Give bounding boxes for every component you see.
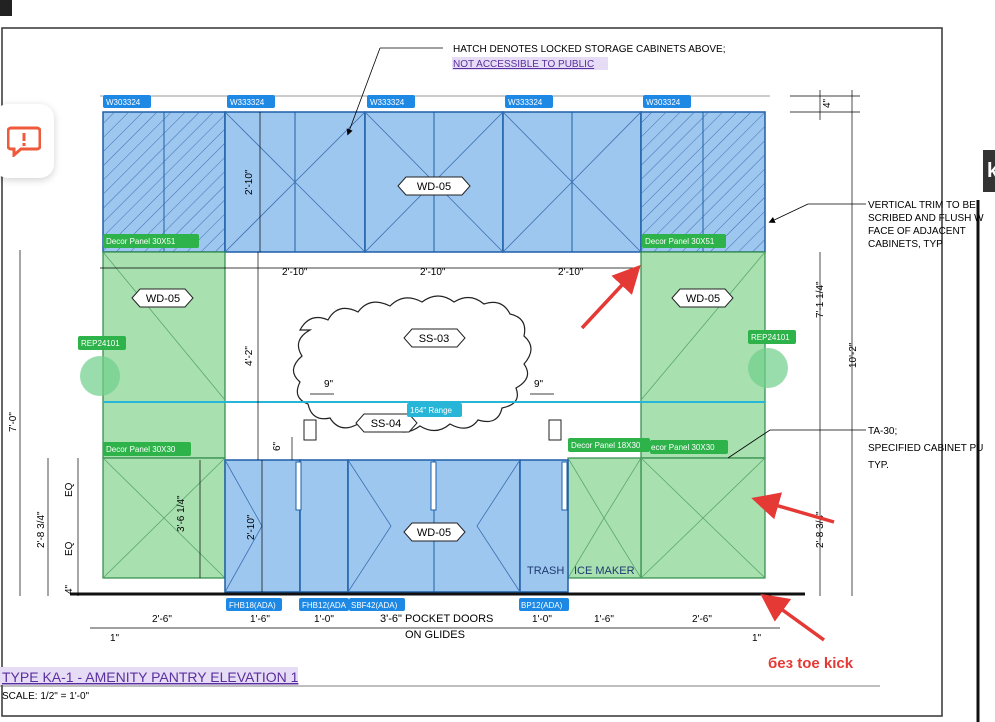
dim-bottom-1-left: 1" [110,633,120,644]
corner-marker [0,0,12,16]
rep-tag-left: REP24101 [81,339,120,348]
dim-9-b: 9" [534,379,544,390]
sheet-border [1,27,943,717]
panel-tags[interactable]: Decor Panel 30X51 Decor Panel 30X51 Deco… [78,234,796,456]
material-tag-wd-upper: WD-05 [397,176,471,196]
label-text: VERTICAL TRIM TO BE [868,200,976,211]
bottom-tag-3: SBF42(ADA) [351,601,398,610]
label-text: WD-05 [417,181,451,193]
left-decor-panels[interactable] [102,251,226,579]
dim-7-1-4: 7'-1 1/4" [815,281,826,318]
upper-tag-3: W333324 [370,98,405,107]
markup-arrows [580,264,835,642]
rep-tag-right: REP24101 [751,333,790,342]
dim-7-0: 7'-0" [8,412,19,432]
ice-maker-label: ICE MAKER [574,565,635,577]
material-tag-wd-left: WD-05 [131,288,194,308]
on-glides-label: ON GLIDES [405,629,465,641]
upper-cabinets[interactable] [102,111,766,253]
dim-9-a: 9" [324,379,334,390]
side-tab[interactable]: k [983,150,995,192]
bottom-tag-2: FHB12(ADA [302,601,347,610]
material-tag-wd-right: WD-05 [671,288,734,308]
lower-cabinets[interactable] [224,459,569,593]
decor-tag-ll: Decor Panel 30X30 [106,445,176,454]
dim-2-10-a: 2'-10" [282,267,308,278]
trash-label: TRASH [527,565,564,577]
dim-bottom-1-6-b: 1'-6" [594,614,614,625]
dim-2-8-34-left: 2'-8 3/4" [36,511,47,548]
drawing-title: TYPE KA-1 - AMENITY PANTRY ELEVATION 1 [2,669,299,685]
title-highlight [0,667,298,685]
ta-note: TA-30; SPECIFIED CABINET PU TYP. [727,426,983,471]
label-text: NOT ACCESSIBLE TO PUBLIC [453,59,594,70]
dim-4-bottom: 4" [64,584,75,594]
right-decor-panels[interactable] [567,251,766,579]
decor-tag-lr: ecor Panel 30X30 [651,443,715,452]
markup-annotation: без toe kick [768,655,854,672]
upper-tag-1: W303324 [106,98,141,107]
label-text: SS-04 [371,418,402,430]
dim-bottom-2-6-right: 2'-6" [692,614,712,625]
dim-3-6-14: 3'-6 1/4" [176,495,187,532]
bottom-tag-1: FHB18(ADA) [229,601,276,610]
drawing-scale: SCALE: 1/2" = 1'-0" [2,691,90,702]
decor-tag-ul: Decor Panel 30X51 [106,237,176,246]
side-tab-letter: k [987,159,995,182]
label-text: WD-05 [146,293,180,305]
outlet-left [303,419,317,441]
material-tag-wd-lower: WD-05 [403,522,466,542]
dim-bottom-2-6-left: 2'-6" [152,614,172,625]
dim-eq-1: EQ [64,482,75,497]
outlet-right [548,419,562,441]
dim-2-10-c: 2'-10" [558,267,584,278]
label-text: WD-05 [686,293,720,305]
decor-tag-ur: Decor Panel 30X51 [645,237,715,246]
dim-eq-2: EQ [64,541,75,556]
dimension-lines [19,90,860,629]
label-text: SCRIBED AND FLUSH W [868,213,984,224]
decor-tag-18: Decor Panel 18X30 [571,441,641,450]
comment-alert-icon [7,126,41,157]
trim-note: VERTICAL TRIM TO BE SCRIBED AND FLUSH W … [768,200,984,250]
dim-bottom-1-right: 1" [752,633,762,644]
dim-2-10-b: 2'-10" [420,267,446,278]
label-text: FACE OF ADJACENT [868,226,966,237]
dim-10-2: 10'-2" [848,342,859,368]
label-text: SS-03 [419,333,450,345]
pocket-doors-label: 3'-6" POCKET DOORS [380,613,493,625]
bottom-tag-4: BP12(ADA) [521,601,563,610]
upper-tag-4: W333324 [508,98,543,107]
hatch-note: HATCH DENOTES LOCKED STORAGE CABINETS AB… [346,44,725,136]
dim-2-10-up: 2'-10" [244,169,255,195]
dim-2-8-34-right: 2'-8 3/4" [815,511,826,548]
label-text: WD-05 [417,527,451,539]
label-text: HATCH DENOTES LOCKED STORAGE CABINETS AB… [453,44,725,55]
range-tag: 164" Range [410,406,453,415]
upper-tag-5: W303324 [646,98,681,107]
material-tag-ss04: SS-04 [355,413,418,433]
bottom-tags[interactable]: FHB18(ADA) FHB12(ADA SBF42(ADA) BP12(ADA… [226,598,569,611]
label-text: SPECIFIED CABINET PU [868,443,983,454]
upper-tags[interactable]: W303324 W333324 W333324 W333324 W303324 [103,95,691,108]
dim-4-2: 4'-2" [244,346,255,366]
label-text: TYP. [868,460,889,471]
dim-bottom-1-6-a: 1'-6" [250,614,270,625]
dim-top-4: 4" [822,98,833,108]
feedback-button[interactable] [0,104,54,178]
dim-2-10-low: 2'-10" [246,514,257,540]
upper-tag-2: W333324 [230,98,265,107]
label-text: CABINETS, TYP [868,239,943,250]
label-text: TA-30; [868,426,897,437]
dim-bottom-1-0-a: 1'-0" [314,614,334,625]
material-tag-ss03: SS-03 [403,328,466,348]
dim-6: 6" [272,441,283,451]
dim-bottom-1-0-b: 1'-0" [532,614,552,625]
